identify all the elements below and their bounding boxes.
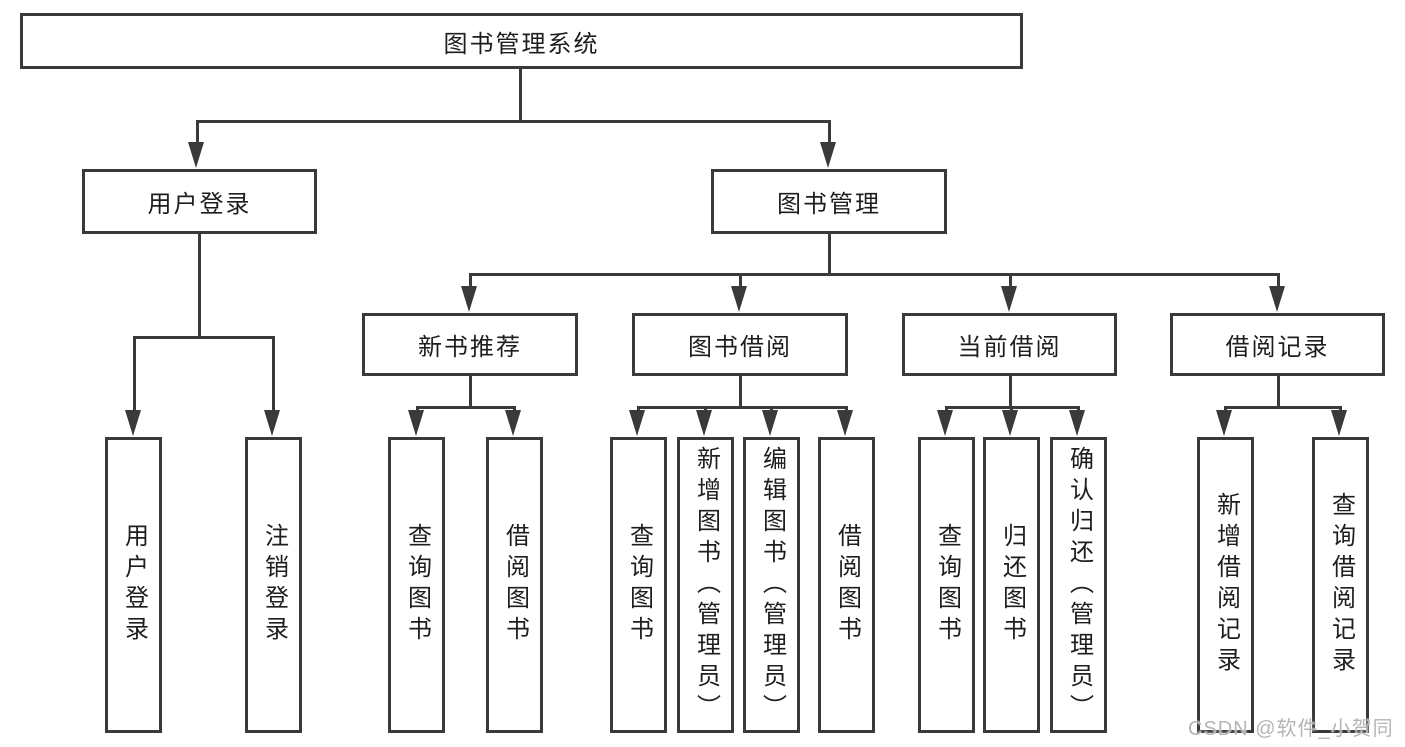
leaf-user-login-label: 用户登录 [120,523,148,647]
leaf-current-return: 归还图书 [983,437,1040,733]
connector-line [469,375,472,409]
node-borrow-record: 借阅记录 [1170,313,1385,376]
arrowhead-icon [1001,286,1017,312]
connector-line [739,375,742,409]
leaf-borrow-add-admin-label: 新增图书（管理员） [692,445,720,725]
arrowhead-icon [820,142,836,168]
connector-line [519,69,522,123]
connector-line [417,406,515,409]
leaf-borrow-edit-admin-label: 编辑图书（管理员） [758,445,786,725]
node-root: 图书管理系统 [20,13,1023,69]
node-borrow-record-label: 借阅记录 [1225,334,1330,361]
arrowhead-icon [461,286,477,312]
leaf-logout: 注销登录 [245,437,302,733]
node-new-book-recommend-label: 新书推荐 [418,334,522,361]
leaf-newbook-query-label: 查询图书 [403,523,431,647]
csdn-watermark: CSDN @软件_小贺同学 [1188,718,1394,740]
leaf-logout-label: 注销登录 [260,523,288,647]
node-book-borrow: 图书借阅 [632,313,848,376]
arrowhead-icon [937,410,953,436]
arrowhead-icon [762,410,778,436]
leaf-current-return-label: 归还图书 [998,523,1026,647]
connector-line [1277,273,1280,291]
node-book-management: 图书管理 [711,169,947,234]
connector-line [1009,375,1012,409]
arrowhead-icon [696,410,712,436]
leaf-record-add: 新增借阅记录 [1197,437,1254,733]
connector-line [1225,406,1341,409]
arrowhead-icon [1269,286,1285,312]
connector-line [469,273,472,291]
arrowhead-icon [1069,410,1085,436]
leaf-current-query-label: 查询图书 [933,523,961,647]
leaf-record-query-label: 查询借阅记录 [1327,492,1355,678]
arrowhead-icon [125,410,141,436]
arrowhead-icon [1216,410,1232,436]
arrowhead-icon [1331,410,1347,436]
leaf-record-add-label: 新增借阅记录 [1212,492,1240,678]
leaf-newbook-borrow: 借阅图书 [486,437,543,733]
node-root-label: 图书管理系统 [443,30,600,58]
node-current-borrow: 当前借阅 [902,313,1117,376]
arrowhead-icon [408,410,424,436]
connector-line [828,233,831,276]
leaf-current-confirm-admin: 确认归还（管理员） [1050,437,1107,733]
connector-line [638,406,846,409]
leaf-borrow-add-admin: 新增图书（管理员） [677,437,734,733]
leaf-newbook-borrow-label: 借阅图书 [501,523,529,647]
arrowhead-icon [629,410,645,436]
node-book-borrow-label: 图书借阅 [688,334,792,361]
connector-line [198,233,201,339]
arrowhead-icon [188,142,204,168]
leaf-record-query: 查询借阅记录 [1312,437,1369,733]
connector-line [197,120,831,123]
connector-line [739,273,742,291]
arrowhead-icon [505,410,521,436]
arrowhead-icon [731,286,747,312]
connector-line [133,336,136,414]
leaf-user-login: 用户登录 [105,437,162,733]
node-new-book-recommend: 新书推荐 [362,313,578,376]
connector-line [134,336,275,339]
connector-line [828,120,831,146]
leaf-current-confirm-admin-label: 确认归还（管理员） [1065,445,1093,725]
node-book-management-label: 图书管理 [777,191,881,218]
connector-line [272,336,275,414]
node-current-borrow-label: 当前借阅 [957,334,1062,361]
leaf-borrow-book: 借阅图书 [818,437,875,733]
leaf-borrow-query-label: 查询图书 [625,523,653,647]
leaf-borrow-query: 查询图书 [610,437,667,733]
node-user-login-label: 用户登录 [147,191,252,218]
connector-line [196,120,199,146]
arrowhead-icon [837,410,853,436]
arrowhead-icon [264,410,280,436]
leaf-newbook-query: 查询图书 [388,437,445,733]
connector-line [1009,273,1012,291]
node-user-login: 用户登录 [82,169,317,234]
leaf-current-query: 查询图书 [918,437,975,733]
connector-line [470,273,1280,276]
leaf-borrow-edit-admin: 编辑图书（管理员） [743,437,800,733]
arrowhead-icon [1002,410,1018,436]
leaf-borrow-book-label: 借阅图书 [833,523,861,647]
connector-line [1277,375,1280,409]
